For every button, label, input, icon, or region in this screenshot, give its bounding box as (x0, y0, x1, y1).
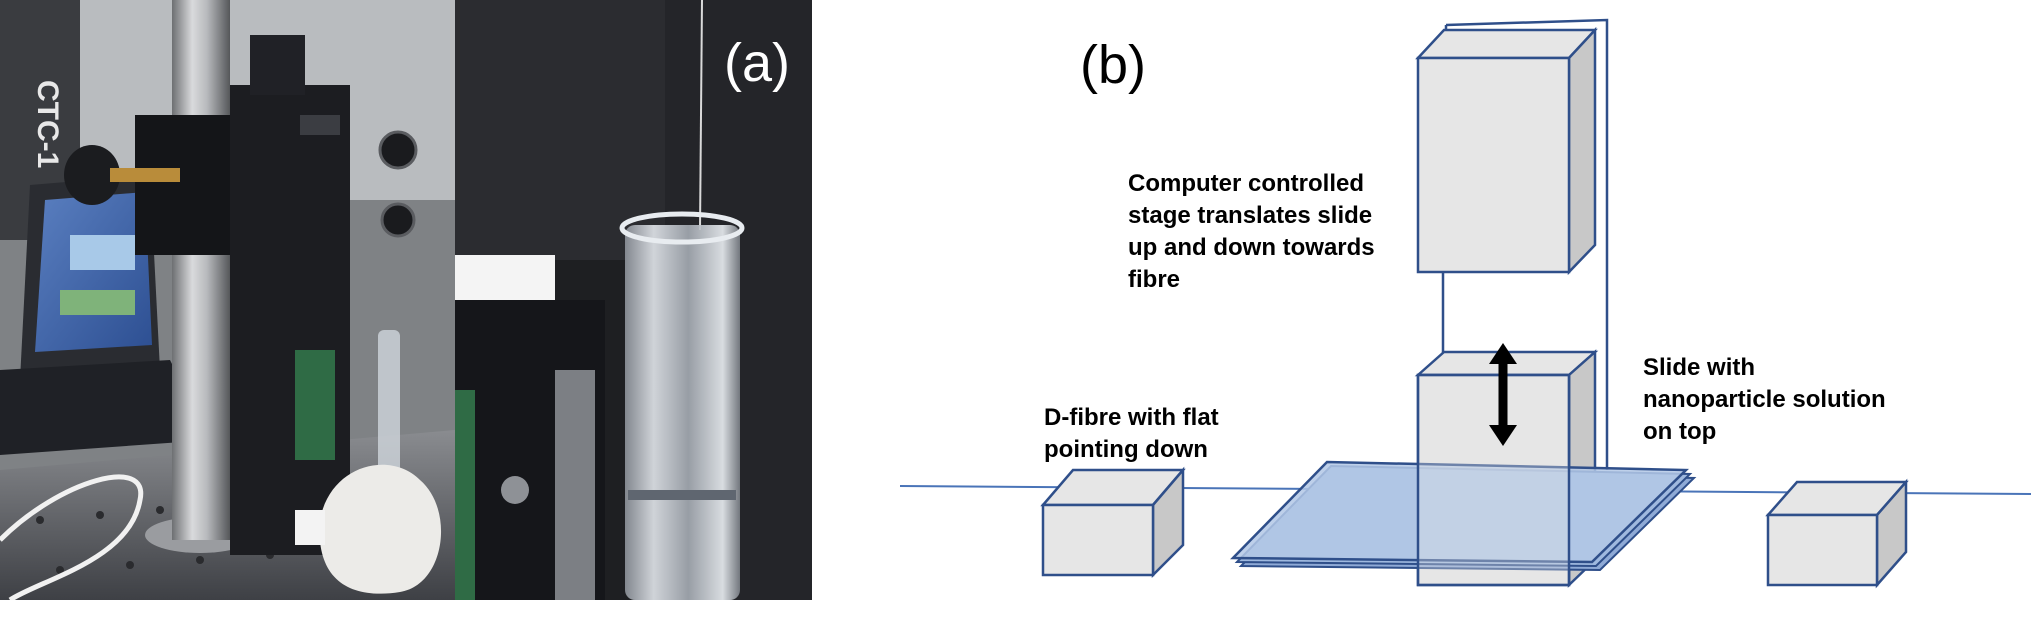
stage-annotation: Computer controlled stage translates sli… (1128, 168, 1375, 296)
stage-annotation-line: fibre (1128, 266, 1181, 293)
lower-stage-front-overlay (1416, 373, 1571, 587)
up-down-arrow-icon (1489, 343, 1517, 446)
fibre-strand (699, 0, 703, 231)
glass-slide (1230, 460, 1697, 572)
upper-stage-block (1415, 26, 1598, 276)
stage-plate (230, 85, 350, 555)
white-cable (0, 474, 144, 600)
closeup-screw (501, 476, 529, 504)
stage-annotation-line: up and down towards (1128, 234, 1375, 261)
right-fibre-holder (1765, 478, 1909, 589)
laptop-screen-window (60, 290, 135, 315)
photo-panel-a: CTC-1 (0, 0, 812, 600)
laptop-keyboard (0, 360, 210, 455)
slide-annotation: Slide with nanoparticle solution on top (1643, 352, 1886, 448)
stage-annotation-line: stage translates slide (1128, 202, 1373, 229)
closeup-glass-tube (625, 225, 740, 600)
closeup-white-block (455, 255, 555, 300)
stage-label-text: CTC-1 (31, 80, 64, 168)
schematic-panel-b (899, 18, 2031, 589)
panel-label-a: (a) (724, 33, 790, 93)
fibre-annotation-line: D-fibre with flat (1044, 404, 1219, 431)
small-glass-tube (378, 330, 400, 480)
slide-annotation-line: nanoparticle solution (1643, 386, 1886, 413)
circuit-board (295, 350, 335, 460)
laptop-screen (35, 192, 152, 352)
stage-knob (378, 130, 418, 170)
stage-knob (380, 202, 416, 238)
slide-annotation-line: Slide with (1643, 354, 1756, 381)
sponge (319, 464, 442, 594)
adjustment-knob (64, 145, 120, 205)
fibre-annotation-line: pointing down (1044, 436, 1208, 463)
left-fibre-holder (1040, 466, 1186, 579)
laptop-screen-window (70, 235, 135, 270)
tube-rim (619, 211, 745, 245)
vertical-post (172, 0, 230, 540)
liquid-meniscus (628, 490, 736, 500)
stage-annotation-line: Computer controlled (1128, 170, 1365, 197)
knob-shaft (110, 168, 180, 182)
fibre-annotation: D-fibre with flat pointing down (1044, 402, 1219, 466)
white-tab (295, 510, 325, 545)
closeup-circuit-board (455, 390, 475, 600)
stage-top-mount (250, 35, 305, 95)
closeup-rail (555, 370, 595, 600)
stage-rail (300, 115, 340, 135)
panel-label-b: (b) (1080, 35, 1146, 95)
closeup-dark-wall (455, 0, 675, 260)
slide-annotation-line: on top (1643, 418, 1717, 445)
